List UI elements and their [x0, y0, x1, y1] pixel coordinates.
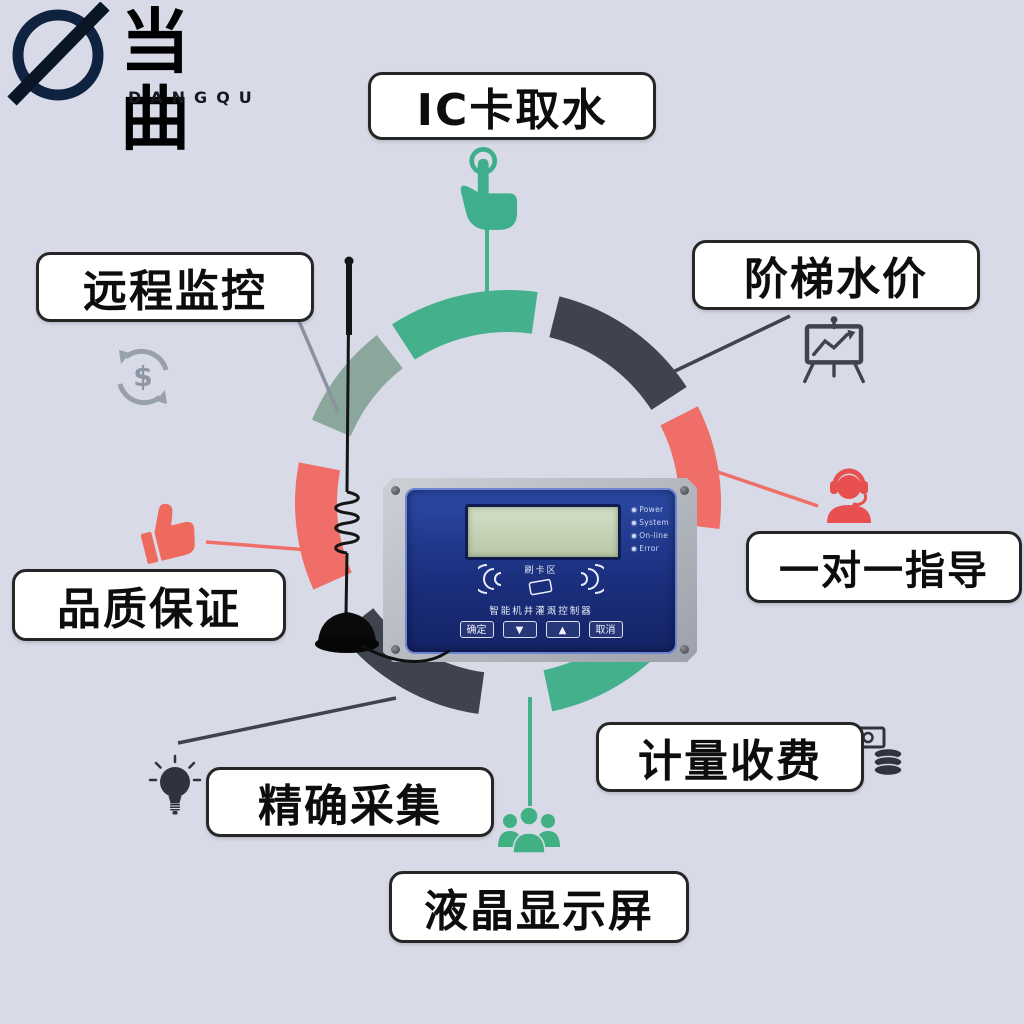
- feature-tiered-water-price: 阶梯水价: [692, 240, 980, 310]
- connector-remote: [294, 313, 340, 413]
- connector-ladder: [651, 314, 791, 384]
- dollar-glyph: $: [133, 360, 152, 393]
- device-front-panel: Power System On-line Error: [405, 488, 677, 654]
- led-dot-icon: [632, 547, 636, 551]
- feature-label: 品质保证: [57, 584, 241, 635]
- connector-guide: [711, 468, 819, 508]
- card-swipe-area[interactable]: 刷卡区: [407, 556, 675, 602]
- feature-label: 液晶显示屏: [424, 886, 654, 937]
- feature-label: 计量收费: [638, 736, 822, 787]
- card-area-center: 刷卡区: [524, 563, 557, 596]
- device-buttons: 确定 ▼ ▲ 取消: [407, 621, 675, 638]
- connector-quality: [205, 540, 310, 552]
- headset-icon: [814, 464, 884, 532]
- feature-precise-collection: 精确采集: [206, 767, 494, 837]
- device: Power System On-line Error: [383, 478, 697, 662]
- led-system: System: [632, 518, 669, 527]
- feature-ic-card-water: IC卡取水: [368, 72, 656, 140]
- ring-segment-dark-topright: [548, 296, 687, 411]
- feature-label: 阶梯水价: [744, 254, 928, 305]
- screw-icon: [680, 645, 689, 654]
- device-lcd-screen: [465, 504, 621, 560]
- feature-quality-guarantee: 品质保证: [12, 569, 286, 641]
- led-dot-icon: [632, 521, 636, 525]
- device-button-cancel[interactable]: 取消: [589, 621, 623, 638]
- feature-label: IC卡取水: [416, 85, 608, 136]
- feature-label: 精确采集: [258, 781, 442, 832]
- led-dot-icon: [632, 534, 636, 538]
- ic-card-icon: [528, 578, 554, 596]
- card-area-label: 刷卡区: [524, 565, 558, 576]
- screw-icon: [391, 645, 400, 654]
- ring-segment-red-left: [295, 462, 352, 590]
- feature-one-on-one-guidance: 一对一指导: [746, 531, 1022, 603]
- device-button-confirm[interactable]: 确定: [460, 621, 494, 638]
- device-button-up[interactable]: ▲: [546, 621, 580, 638]
- led-label: On-line: [639, 531, 669, 540]
- screw-icon: [391, 486, 400, 495]
- lightbulb-icon: [146, 754, 204, 828]
- feature-label: 远程监控: [83, 266, 267, 317]
- thumbs-up-icon: [134, 500, 206, 570]
- ring-segment-grayware: [311, 335, 404, 437]
- easel-chart-icon: [798, 314, 870, 390]
- money-cycle-icon: $: [106, 340, 180, 418]
- led-dot-icon: [632, 508, 636, 512]
- people-icon: [496, 802, 562, 864]
- device-button-down[interactable]: ▼: [503, 621, 537, 638]
- dangqu-logo-icon: [7, 2, 110, 106]
- connector-precise: [177, 696, 397, 745]
- touch-icon: [448, 146, 532, 242]
- ring-segment-green-top: [391, 290, 538, 360]
- brand-latin-name: DANGQU: [128, 88, 261, 107]
- ring-segment-red-right: [660, 406, 722, 529]
- led-error: Error: [632, 544, 669, 553]
- feature-metered-billing: 计量收费: [596, 722, 864, 792]
- coins-icon: [850, 718, 906, 784]
- led-label: Error: [639, 544, 659, 553]
- device-name-label: 智能机井灌溉控制器: [489, 606, 593, 617]
- rfid-waves-left-icon: [478, 562, 512, 596]
- led-label: System: [639, 518, 669, 527]
- rfid-waves-right-icon: [570, 562, 604, 596]
- feature-label: 一对一指导: [779, 548, 989, 594]
- brand-name: 当曲: [120, 1, 193, 160]
- device-status-leds: Power System On-line Error: [632, 505, 669, 553]
- screw-icon: [680, 486, 689, 495]
- feature-lcd-display: 液晶显示屏: [389, 871, 689, 943]
- led-label: Power: [639, 505, 664, 514]
- led-online: On-line: [632, 531, 669, 540]
- led-power: Power: [632, 505, 669, 514]
- feature-remote-monitoring: 远程监控: [36, 252, 314, 322]
